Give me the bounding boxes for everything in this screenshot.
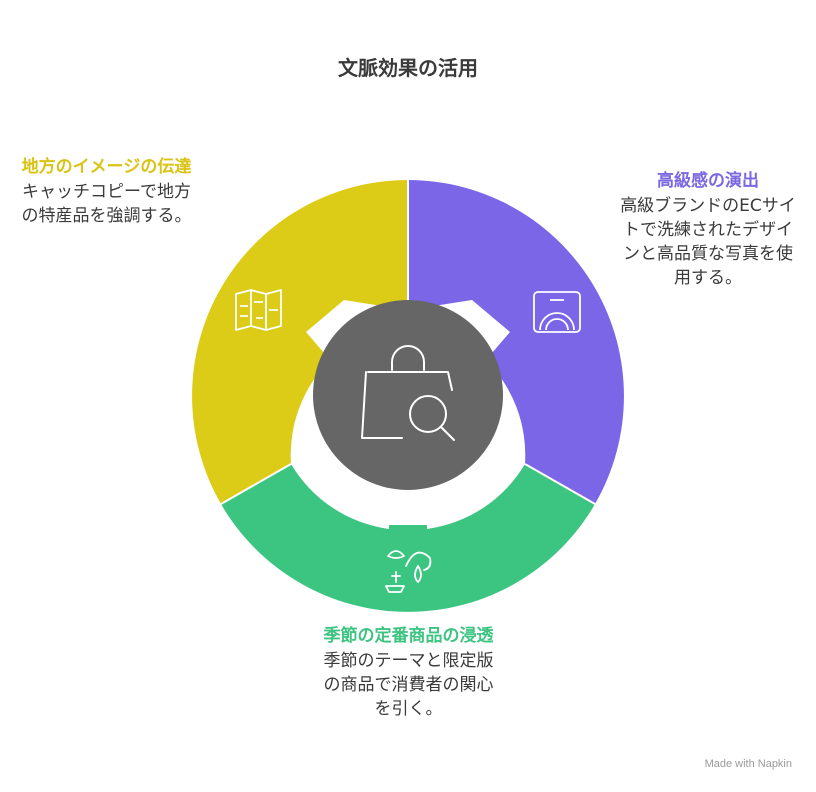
callout-local: 地方のイメージの伝達 キャッチコピーで地方の特産品を強調する。 (14, 156, 199, 228)
map-icon (235, 289, 282, 331)
seasonal-trees-icon (385, 550, 432, 593)
made-with-credit: Made with Napkin (704, 758, 792, 770)
segment-premium (408, 180, 624, 504)
segment-local (192, 180, 408, 504)
callout-local-body: キャッチコピーで地方の特産品を強調する。 (21, 182, 192, 226)
center-hub (313, 300, 503, 490)
page-title: 文脈効果の活用 (338, 56, 478, 80)
callout-premium-body: 高級ブランドのECサイトで洗練されたデザインと高品質な写真を使用する。 (620, 196, 796, 288)
callout-premium: 高級感の演出 高級ブランドのECサイトで洗練されたデザインと高品質な写真を使用す… (618, 170, 798, 290)
callout-local-heading: 地方のイメージの伝達 (21, 157, 192, 177)
callout-premium-heading: 高級感の演出 (657, 171, 759, 191)
callout-seasonal-heading: 季節の定番商品の浸透 (323, 626, 494, 646)
dish-cloche-icon (533, 291, 581, 333)
shopping-bag-search-icon (361, 345, 455, 441)
callout-seasonal: 季節の定番商品の浸透 季節のテーマと限定版の商品で消費者の関心を引く。 (316, 625, 501, 721)
callout-seasonal-body: 季節のテーマと限定版の商品で消費者の関心を引く。 (323, 651, 494, 719)
segment-seasonal (221, 464, 595, 612)
